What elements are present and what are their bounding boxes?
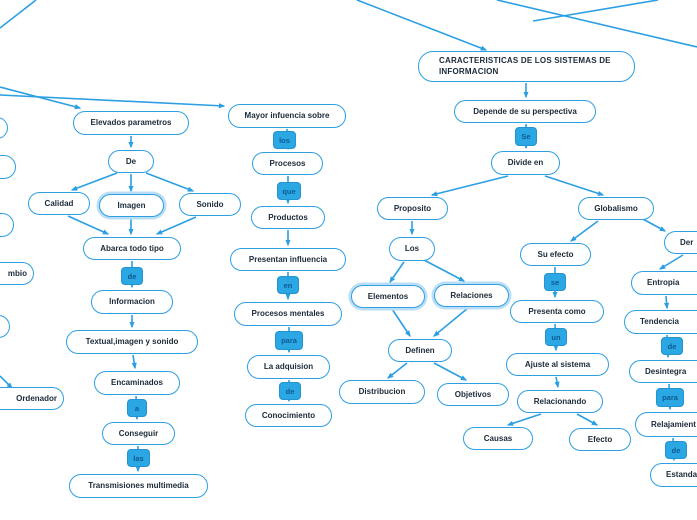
node-ajuste-al-sistema[interactable]: Ajuste al sistema	[506, 353, 609, 376]
edge-line	[532, 0, 659, 22]
edge-line	[430, 175, 509, 197]
node-distribucion[interactable]: Distribucion	[339, 380, 425, 404]
edge-line	[569, 220, 599, 242]
node-entropia[interactable]: Entropia	[631, 271, 697, 295]
node-transmisiones-multimedia[interactable]: Transmisiones multimedia	[69, 474, 208, 498]
node-conseguir[interactable]: Conseguir	[102, 422, 175, 445]
edge-line	[658, 254, 684, 270]
node-desintegra[interactable]: Desintegra	[629, 360, 697, 383]
connector-a-1[interactable]: a	[127, 399, 147, 417]
edge-line	[640, 217, 667, 232]
node-imagen[interactable]: Imagen	[99, 194, 164, 217]
node-caracteristicas[interactable]: CARACTERISTICAS DE LOS SISTEMAS DE INFOR…	[418, 51, 635, 82]
node-partial-4[interactable]	[0, 315, 10, 338]
edge-line	[0, 0, 37, 29]
node-mayor-infuencia[interactable]: Mayor infuencia sobre	[228, 104, 346, 128]
connector-para-2[interactable]: para	[656, 388, 684, 407]
node-partial-1[interactable]	[0, 117, 8, 139]
connector-se-low[interactable]: se	[544, 273, 566, 291]
edge-line	[145, 172, 195, 192]
edge-line	[554, 376, 560, 389]
connector-de-1[interactable]: de	[121, 267, 143, 285]
edge-line	[131, 354, 137, 370]
node-der[interactable]: Der	[664, 231, 697, 254]
node-conocimiento[interactable]: Conocimiento	[245, 404, 332, 427]
node-sonido[interactable]: Sonido	[179, 193, 241, 216]
node-ordenador[interactable]: Ordenador	[0, 387, 64, 410]
connector-de-2[interactable]: de	[279, 382, 301, 400]
node-definen[interactable]: Definen	[388, 339, 452, 362]
edge-line	[432, 307, 469, 337]
node-calidad[interactable]: Calidad	[28, 192, 90, 215]
node-presenta-como[interactable]: Presenta como	[510, 300, 604, 323]
node-cambio[interactable]: mbio	[0, 262, 34, 285]
edge-line	[391, 308, 411, 338]
node-abarca-todo-tipo[interactable]: Abarca todo tipo	[83, 237, 181, 260]
node-divide-en[interactable]: Divide en	[491, 151, 560, 175]
node-procesos[interactable]: Procesos	[252, 152, 323, 175]
connector-las-1[interactable]: las	[127, 449, 150, 467]
connector-los-1[interactable]: los	[273, 131, 296, 149]
connector-se-cap[interactable]: Se	[515, 127, 537, 146]
node-efecto[interactable]: Efecto	[569, 428, 631, 451]
node-elementos[interactable]: Elementos	[351, 285, 425, 308]
connector-de-3[interactable]: de	[661, 337, 683, 355]
node-depende[interactable]: Depende de su perspectiva	[454, 100, 596, 123]
node-relacionando[interactable]: Relacionando	[517, 390, 603, 413]
edge-line	[155, 216, 197, 235]
edge-line	[386, 362, 408, 379]
node-estandare[interactable]: Estandare	[650, 463, 697, 487]
node-de-rama[interactable]: De	[108, 150, 154, 173]
connector-para-1[interactable]: para	[275, 331, 303, 350]
node-proposito[interactable]: Proposito	[377, 197, 448, 220]
node-procesos-mentales[interactable]: Procesos mentales	[234, 302, 342, 326]
node-causas[interactable]: Causas	[463, 427, 533, 450]
node-la-adquision[interactable]: La adquision	[247, 355, 330, 379]
edge-line	[506, 413, 542, 426]
node-partial-2[interactable]	[0, 155, 16, 179]
edge-line	[0, 94, 226, 109]
edge-line	[356, 0, 488, 51]
edge-line	[496, 0, 697, 48]
edge-line	[433, 362, 468, 381]
connector-que-1[interactable]: que	[277, 182, 301, 200]
edge-line	[389, 261, 405, 284]
edge-line	[544, 175, 605, 196]
edge-line	[663, 295, 670, 310]
connector-de-4[interactable]: de	[665, 441, 687, 459]
node-partial-3[interactable]	[0, 213, 14, 237]
edge-line	[0, 86, 82, 110]
edge-line	[67, 215, 110, 235]
node-relajamient[interactable]: Relajamient	[635, 412, 697, 437]
node-relaciones[interactable]: Relaciones	[434, 284, 509, 307]
node-textual-imagen-sonido[interactable]: Textual,imagen y sonido	[66, 330, 198, 354]
node-los[interactable]: Los	[389, 237, 435, 261]
node-encaminados[interactable]: Encaminados	[94, 371, 180, 395]
connector-en-1[interactable]: en	[277, 276, 299, 294]
edge-line	[70, 172, 118, 191]
node-tendencia[interactable]: Tendencia	[624, 310, 697, 334]
connector-un-1[interactable]: un	[545, 328, 567, 346]
node-informacion[interactable]: Informacion	[91, 290, 173, 314]
node-objetivos[interactable]: Objetivos	[437, 383, 509, 406]
edge-line	[423, 259, 466, 282]
node-globalismo[interactable]: Globalismo	[578, 197, 654, 220]
node-productos[interactable]: Productos	[251, 206, 325, 229]
node-elevados-parametros[interactable]: Elevados parametros	[73, 111, 189, 135]
node-su-efecto[interactable]: Su efecto	[520, 243, 591, 266]
node-presentan-influencia[interactable]: Presentan influencia	[230, 248, 346, 271]
edge-line	[576, 413, 599, 426]
